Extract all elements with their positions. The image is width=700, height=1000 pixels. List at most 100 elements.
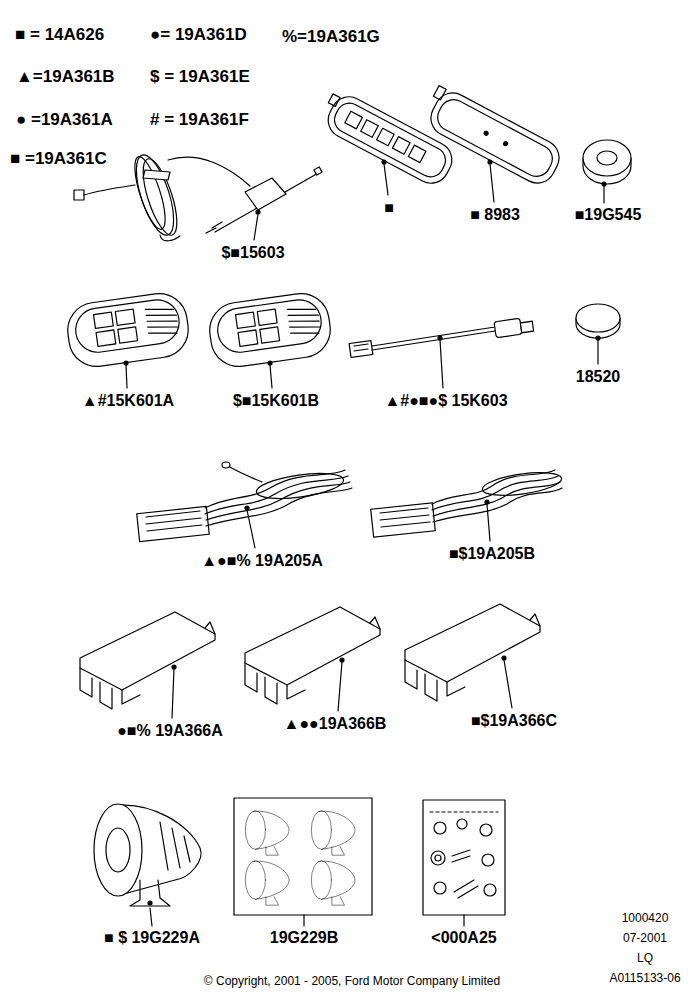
part-number: ■19G545 xyxy=(575,206,642,224)
mounting-bracket-line xyxy=(405,660,465,701)
siren-kit-box-line-line xyxy=(245,861,265,900)
remote-transmitter-line-line xyxy=(73,297,182,355)
siren-kit-box-line xyxy=(245,811,289,856)
part-number: $■15K601B xyxy=(233,392,319,410)
wiring-harness xyxy=(137,462,352,548)
fastener-pack-line xyxy=(430,811,498,812)
remote-transmitter-line-line xyxy=(96,330,116,346)
antenna-module-line xyxy=(84,185,135,195)
cable-lead-line xyxy=(440,340,443,388)
remote-transmitter-line-line xyxy=(257,309,277,325)
mounting-bracket-line xyxy=(205,622,215,634)
symbol-key: $ = 19A361E xyxy=(150,68,250,87)
cable-lead xyxy=(349,318,534,388)
siren-kit-box-line xyxy=(303,915,304,926)
siren-kit-box-line xyxy=(311,811,355,856)
siren-line xyxy=(130,880,170,906)
remote-transmitter-line-line xyxy=(145,305,179,337)
wiring-harness-line xyxy=(137,506,210,541)
siren-kit-box-line xyxy=(234,798,372,915)
siren-kit-box-line-line xyxy=(311,811,331,850)
siren-kit-box-line-line xyxy=(319,861,355,899)
antenna-module-line xyxy=(74,190,84,200)
mounting-bracket-line xyxy=(338,662,342,711)
antenna-module xyxy=(74,151,322,241)
part-number: ▲#●■●$ 15K603 xyxy=(384,392,507,410)
antenna-module-line xyxy=(129,154,172,232)
keypad-line-line xyxy=(328,94,340,107)
mounting-bracket xyxy=(405,604,540,708)
part-number: $■15603 xyxy=(221,244,284,262)
keypad-line xyxy=(382,160,386,164)
siren-kit-box xyxy=(234,798,372,926)
grommet xyxy=(583,140,631,203)
mounting-bracket xyxy=(245,607,380,711)
fastener-pack-line xyxy=(423,800,505,915)
remote-transmitter-line xyxy=(206,290,334,370)
remote-transmitter-line-line xyxy=(287,305,321,337)
part-number: ■ 8983 xyxy=(470,206,520,224)
drawing-code: A0115133-06 xyxy=(609,972,680,985)
part-number: ■$19A366C xyxy=(471,712,557,730)
symbol-key: # = 19A361F xyxy=(150,111,249,130)
antenna-module-line xyxy=(256,210,260,214)
siren-kit-box-line-line xyxy=(332,897,345,905)
coin-battery xyxy=(576,304,620,364)
mounting-bracket xyxy=(80,612,215,718)
siren-line xyxy=(148,901,152,905)
keypad-base-line-line xyxy=(425,87,566,190)
keypad-base-line xyxy=(488,160,492,164)
keypad-line-line xyxy=(361,120,379,138)
coin-battery-line xyxy=(576,304,620,332)
siren-kit-box-line-line xyxy=(332,847,345,855)
cable-lead-line xyxy=(372,327,495,350)
remote-transmitter-line-line xyxy=(236,312,256,328)
remote-transmitter-line-line xyxy=(115,309,135,325)
siren-kit-box-line-line xyxy=(245,811,265,850)
copyright-notice: © Copyright, 2001 - 2005, Ford Motor Com… xyxy=(204,975,500,988)
siren-line xyxy=(106,828,130,872)
antenna-module-line xyxy=(160,235,180,241)
remote-transmitter-line xyxy=(124,361,128,365)
antenna-module-line xyxy=(314,167,322,175)
part-number: ●■% 19A366A xyxy=(117,722,223,740)
cable-lead-line xyxy=(494,318,522,337)
wiring-harness-line xyxy=(255,469,345,503)
antenna-module-line xyxy=(245,178,286,210)
remote-transmitter-line-line xyxy=(215,297,324,355)
siren-line xyxy=(160,822,190,870)
siren xyxy=(94,804,201,926)
keypad-base-line xyxy=(490,164,494,202)
part-number: 19G229B xyxy=(270,929,339,947)
remote-transmitter-line-line xyxy=(64,290,192,370)
keypad-base xyxy=(419,84,565,202)
wiring-harness-line xyxy=(245,506,249,510)
mounting-bracket-line xyxy=(80,612,215,690)
keypad-line-line xyxy=(408,145,426,163)
part-number: ▲●●19A366B xyxy=(284,715,387,733)
fastener-pack xyxy=(423,800,505,926)
drawing-code: LQ xyxy=(637,952,653,965)
remote-transmitter-line-line xyxy=(94,312,114,328)
siren-line xyxy=(94,804,142,896)
siren-kit-box-line-line xyxy=(319,811,355,849)
keypad-base-line-line xyxy=(433,95,558,181)
antenna-module-line xyxy=(143,170,170,180)
fastener-pack-line xyxy=(484,884,496,896)
fastener-pack-line xyxy=(454,880,478,898)
wiring-harness-line xyxy=(247,510,255,548)
mounting-bracket-line xyxy=(405,604,540,682)
part-number: 18520 xyxy=(576,368,621,386)
fastener-pack-line xyxy=(435,855,441,861)
keypad-base-line xyxy=(419,84,565,190)
antenna-module-line xyxy=(129,151,182,240)
siren-kit-box-line xyxy=(311,861,355,906)
remote-transmitter-line xyxy=(126,365,127,388)
part-number: ■ $ 19G229A xyxy=(104,929,200,947)
antenna-module-line xyxy=(136,155,184,239)
siren-kit-box-line-line xyxy=(266,847,279,855)
wiring-harness xyxy=(371,469,563,541)
wiring-harness-line xyxy=(146,511,202,531)
mounting-bracket-line xyxy=(245,607,380,685)
antenna-module-line xyxy=(215,172,320,232)
